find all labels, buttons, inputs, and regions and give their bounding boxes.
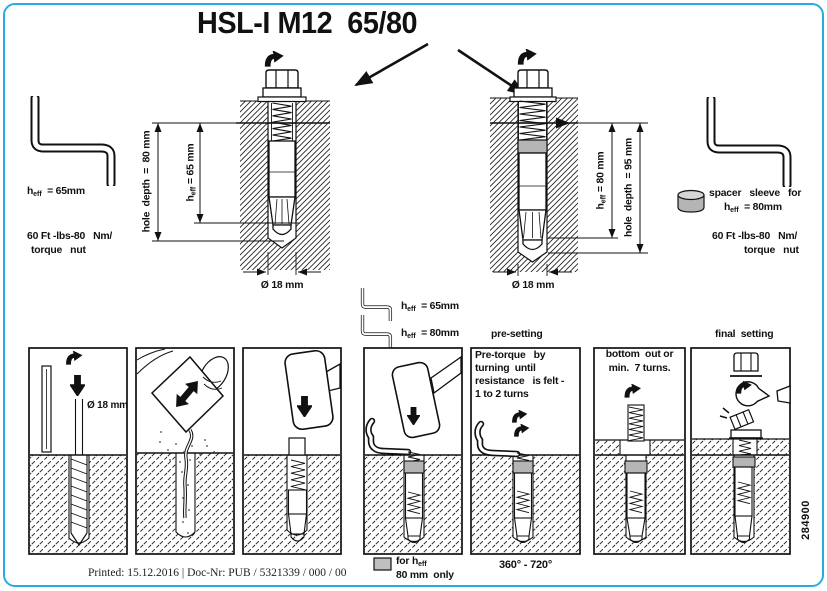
legend-heff-80: heff = 80mm bbox=[401, 328, 459, 340]
left-heff-label: heff = 65mm bbox=[27, 186, 85, 198]
z-bracket-icon bbox=[35, 98, 111, 184]
dim-diameter-left: Ø 18 mm bbox=[260, 280, 304, 291]
pretorque-text-2: turning until bbox=[475, 363, 536, 374]
step-drill-panel bbox=[30, 351, 126, 553]
dim-diameter-right: Ø 18 mm bbox=[511, 280, 555, 291]
right-torque-label-2: torque nut bbox=[744, 245, 799, 256]
step-bottom-out-panel bbox=[595, 384, 684, 553]
left-torque-label-2: torque nut bbox=[31, 245, 86, 256]
step-hammer-bracket-panel bbox=[365, 355, 462, 553]
dust-particles bbox=[159, 431, 215, 534]
step-hammer-panel bbox=[244, 349, 341, 553]
hammer-handle bbox=[430, 355, 462, 395]
pump-arrow-icon bbox=[176, 380, 198, 408]
bottom-out-text-1: bottom out or bbox=[605, 349, 674, 360]
pretorque-text-1: Pre-torque by bbox=[475, 350, 546, 361]
z-bracket-icon bbox=[360, 288, 393, 321]
hammer-head bbox=[284, 349, 334, 431]
spacer-note-swatch bbox=[373, 557, 392, 571]
pointer-arrows bbox=[354, 42, 526, 96]
legend-heff-65: heff = 65mm bbox=[401, 301, 459, 313]
spacer-sleeve bbox=[732, 456, 756, 468]
step-clean-hole-panel bbox=[136, 348, 233, 553]
pre-setting-label: pre-setting bbox=[491, 329, 543, 340]
spacer-note-2: 80 mm only bbox=[396, 570, 454, 581]
nut-icon bbox=[729, 408, 755, 431]
torque-arrow-icon bbox=[512, 410, 527, 423]
step-pretorque-panel bbox=[472, 410, 579, 553]
spacer-sleeve bbox=[517, 139, 548, 154]
left-torque-label-1: 60 Ft -lbs-80 Nm/ bbox=[27, 231, 113, 242]
bottom-out-text-2: min. 7 turns. bbox=[608, 363, 671, 374]
drill-diameter-label: Ø 18 mm bbox=[87, 400, 128, 411]
final-setting-label: final setting bbox=[715, 329, 774, 340]
dim-hole-depth-left: hole depth = 80 mm bbox=[141, 130, 153, 233]
page-title: HSL-I M12 65/80 bbox=[197, 5, 418, 40]
wrench-handle bbox=[776, 385, 791, 404]
step-panel-borders bbox=[28, 347, 791, 555]
pretorque-text-3: resistance is felt - bbox=[475, 376, 565, 387]
dim-hole-depth-right: hole depth = 95 mm bbox=[623, 137, 635, 238]
z-bracket-icon bbox=[711, 99, 787, 185]
torque-arrow-icon bbox=[65, 351, 83, 365]
right-torque-label-1: 60 Ft -lbs-80 Nm/ bbox=[712, 231, 798, 242]
spacer-sleeve bbox=[624, 460, 648, 474]
washer bbox=[730, 429, 762, 439]
torque-arrow-icon bbox=[514, 424, 529, 437]
page-border bbox=[3, 3, 824, 587]
document-side-code: 284900 bbox=[800, 500, 812, 540]
anchor-section-65 bbox=[152, 51, 330, 276]
dim-heff-right: heff = 80 mm bbox=[595, 151, 608, 210]
hammer-head bbox=[391, 361, 441, 439]
spacer-sleeve-icon bbox=[677, 189, 705, 213]
angle-label: 360° - 720° bbox=[498, 559, 553, 571]
z-bracket-icon bbox=[360, 315, 393, 348]
anchor-section-80 bbox=[490, 49, 648, 276]
pretorque-text-4: 1 to 2 turns bbox=[475, 389, 529, 400]
right-heff-label: heff = 80mm bbox=[724, 202, 782, 214]
torque-arrow-icon bbox=[624, 384, 641, 398]
footer-print-info: Printed: 15.12.2016 | Doc-Nr: PUB / 5321… bbox=[88, 567, 347, 579]
impact-marks bbox=[719, 407, 730, 419]
torque-arrow-icon bbox=[517, 49, 537, 65]
spacer-sleeve bbox=[512, 460, 534, 474]
step-final-setting-panel bbox=[692, 352, 791, 553]
spacer-note-1: for heff bbox=[396, 556, 427, 568]
nut-icon bbox=[733, 352, 759, 372]
spacer-sleeve-label: spacer sleeve for bbox=[709, 188, 802, 199]
spacer-sleeve bbox=[403, 460, 425, 474]
down-arrow-icon bbox=[70, 375, 85, 396]
dim-heff-left: heff = 65 mm bbox=[185, 143, 198, 202]
torque-arrow-icon bbox=[264, 51, 284, 67]
